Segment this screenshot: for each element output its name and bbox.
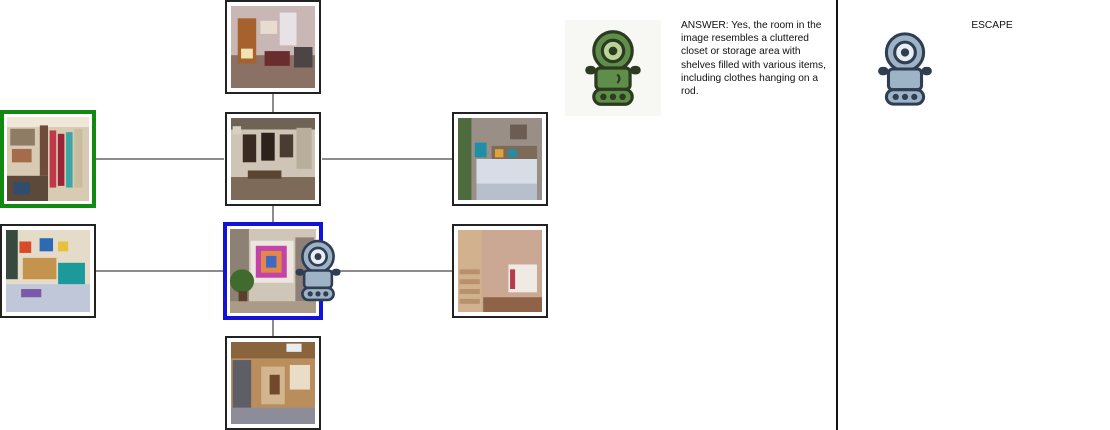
connector-right-lower [322, 270, 452, 272]
connector-vertical-mid [272, 206, 274, 223]
room-right-upper-label: bedroom with striped bed [454, 114, 455, 115]
connector-left-lower [96, 270, 224, 272]
room-center-label: gallery room with artwork on walls [227, 114, 228, 115]
panel-divider [836, 0, 838, 430]
room-left-upper-image [7, 117, 89, 201]
room-right-lower[interactable]: room with staircase [452, 224, 548, 318]
room-center[interactable]: gallery room with artwork on walls [225, 112, 321, 206]
connector-right-upper [322, 158, 452, 160]
answer-card [565, 20, 661, 116]
room-left-upper-label: cluttered closet with hanging clothes [4, 114, 5, 115]
room-center-image [231, 118, 315, 200]
room-top-image [231, 6, 315, 88]
room-right-upper[interactable]: bedroom with striped bed [452, 112, 548, 206]
room-left-upper[interactable]: cluttered closet with hanging clothes [0, 110, 96, 208]
room-left-lower[interactable]: playroom with colorful furniture [0, 224, 96, 318]
room-left-lower-image [6, 230, 90, 312]
connector-vertical-top [272, 94, 274, 112]
room-bottom[interactable]: wood-paneled cabin room [225, 336, 321, 430]
connector-left-upper [96, 158, 224, 160]
room-current-label: hallway with abstract art and plant [227, 226, 228, 227]
room-bottom-image [231, 342, 315, 424]
escape-label: ESCAPE [971, 20, 1013, 31]
room-top[interactable]: living room with wood door and red couch [225, 0, 321, 94]
robot-escape-icon [878, 32, 932, 106]
room-right-upper-image [458, 118, 542, 200]
robot-answer-icon [585, 30, 641, 106]
room-right-lower-label: room with staircase [454, 226, 455, 227]
robot-agent-icon [295, 239, 341, 302]
room-bottom-label: wood-paneled cabin room [227, 338, 228, 339]
connector-vertical-bottom [272, 320, 274, 336]
room-right-lower-image [458, 230, 542, 312]
room-top-label: living room with wood door and red couch [227, 2, 228, 3]
room-left-lower-label: playroom with colorful furniture [2, 226, 3, 227]
answer-text: ANSWER: Yes, the room in the image resem… [681, 20, 826, 98]
